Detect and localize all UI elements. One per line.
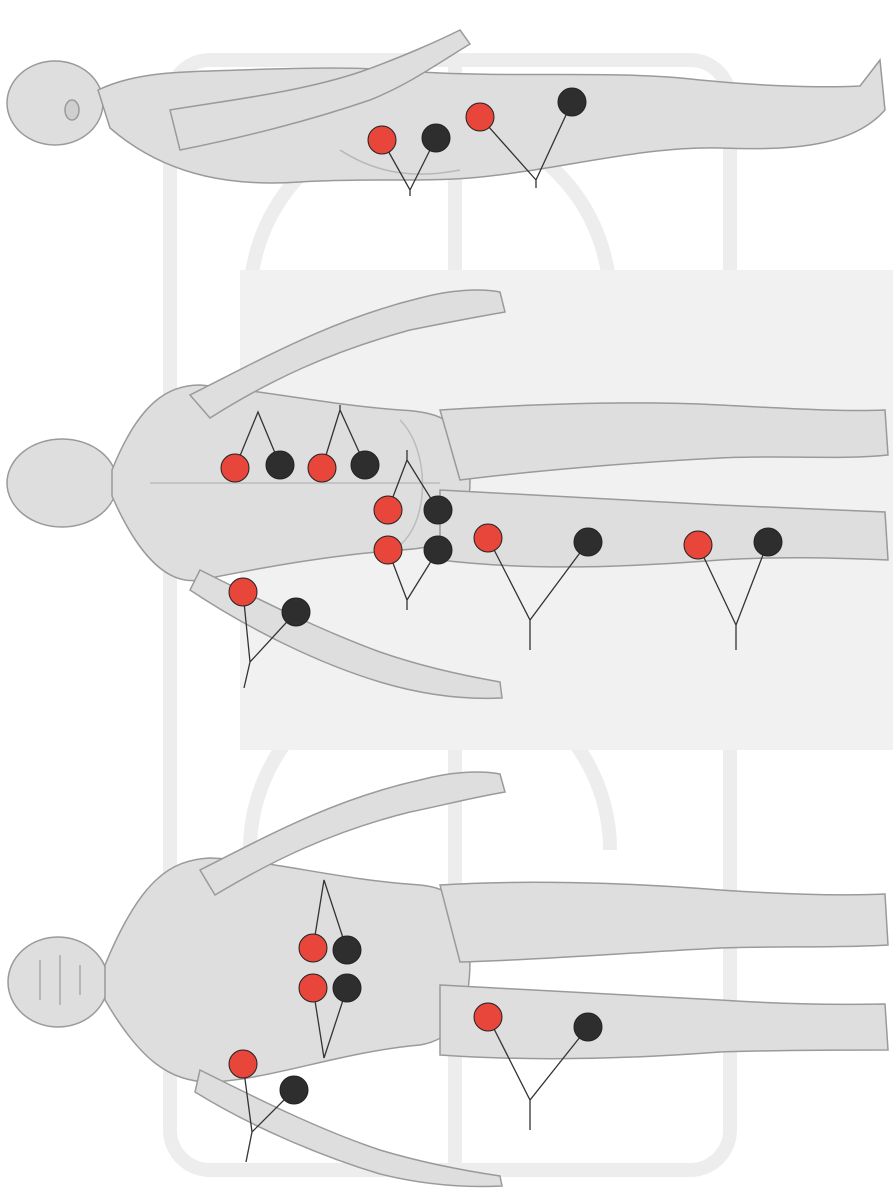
active-electrode [474, 524, 502, 552]
reference-electrode [351, 451, 379, 479]
active-electrode [299, 934, 327, 962]
active-electrode [466, 103, 494, 131]
active-electrode [221, 454, 249, 482]
active-electrode [374, 536, 402, 564]
active-electrode [229, 1050, 257, 1078]
reference-electrode [424, 496, 452, 524]
reference-electrode [424, 536, 452, 564]
reference-electrode [558, 88, 586, 116]
active-electrode [374, 496, 402, 524]
active-electrode [308, 454, 336, 482]
active-electrode [299, 974, 327, 1002]
reference-electrode [282, 598, 310, 626]
active-electrode [474, 1003, 502, 1031]
ear [65, 100, 79, 120]
figure-side-view [7, 30, 885, 183]
head [7, 61, 103, 145]
head [8, 937, 108, 1027]
reference-electrode [266, 451, 294, 479]
active-electrode [368, 126, 396, 154]
reference-electrode [754, 528, 782, 556]
upper-leg [440, 882, 888, 962]
active-electrode [684, 531, 712, 559]
trunk [105, 858, 470, 1082]
head [7, 439, 117, 527]
reference-electrode [422, 124, 450, 152]
lower-leg [440, 985, 888, 1059]
active-electrode [229, 578, 257, 606]
reference-electrode [333, 936, 361, 964]
reference-electrode [333, 974, 361, 1002]
reference-electrode [574, 1013, 602, 1041]
reference-electrode [574, 528, 602, 556]
reference-electrode [280, 1076, 308, 1104]
